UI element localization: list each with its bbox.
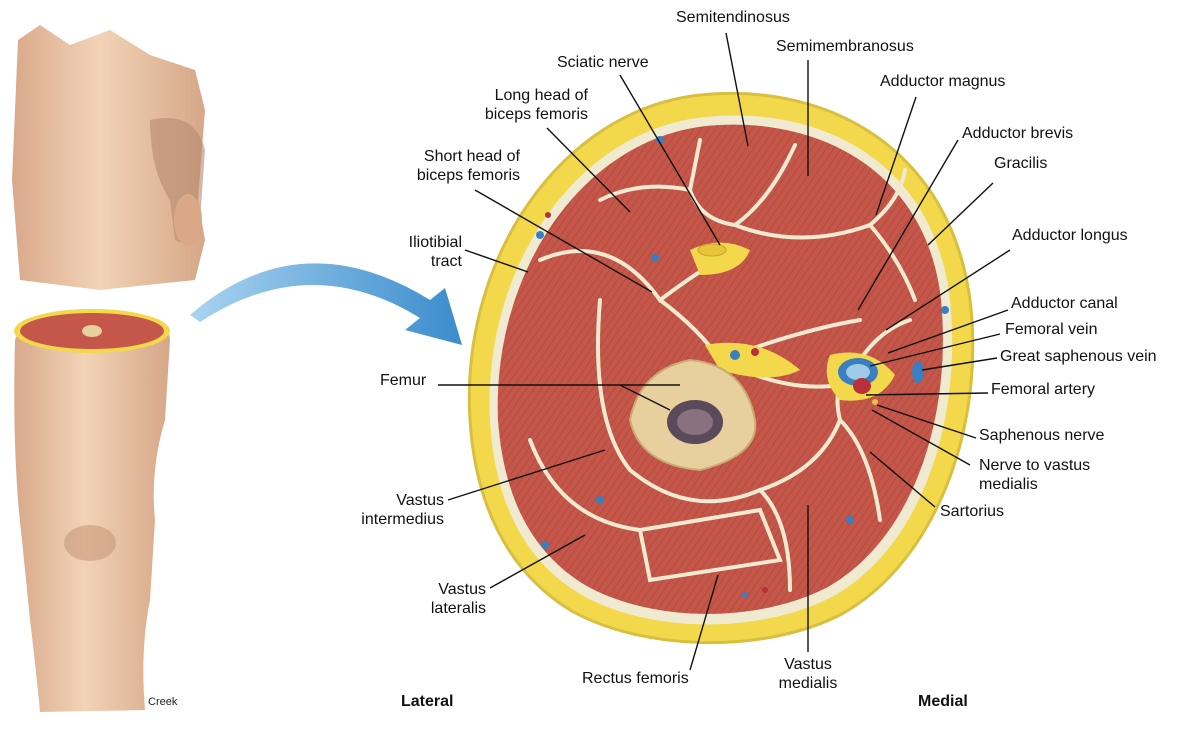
label-femur: Femur xyxy=(380,371,426,390)
label-adductor-canal: Adductor canal xyxy=(1011,294,1118,313)
artist-signature: Creek xyxy=(148,696,177,708)
label-femoral-vein: Femoral vein xyxy=(1005,320,1097,339)
cross-section xyxy=(469,93,973,642)
pointer-arrow xyxy=(190,263,462,345)
label-long-head-biceps-femoris: Long head of biceps femoris xyxy=(440,86,588,124)
label-vastus-intermedius: Vastus intermedius xyxy=(330,491,444,529)
lower-thigh-illustration xyxy=(14,309,170,712)
label-saphenous-nerve: Saphenous nerve xyxy=(979,426,1104,445)
label-iliotibial-tract: Iliotibial tract xyxy=(362,233,462,271)
label-gracilis: Gracilis xyxy=(994,154,1047,173)
label-semimembranosus: Semimembranosus xyxy=(776,37,914,56)
label-sartorius: Sartorius xyxy=(940,502,1004,521)
label-sciatic-nerve: Sciatic nerve xyxy=(557,53,649,72)
label-femoral-artery: Femoral artery xyxy=(991,380,1095,399)
label-adductor-longus: Adductor longus xyxy=(1012,226,1128,245)
label-great-saphenous-vein: Great saphenous vein xyxy=(1000,347,1157,366)
orientation-medial: Medial xyxy=(918,692,968,711)
upper-thigh-illustration xyxy=(12,25,205,290)
label-vastus-medialis: Vastus medialis xyxy=(758,655,858,693)
label-rectus-femoris: Rectus femoris xyxy=(582,669,689,688)
label-nerve-to-vastus-medialis: Nerve to vastus medialis xyxy=(979,456,1090,494)
label-adductor-magnus: Adductor magnus xyxy=(880,72,1005,91)
orientation-lateral: Lateral xyxy=(401,692,453,711)
label-semitendinosus: Semitendinosus xyxy=(676,8,790,27)
label-adductor-brevis: Adductor brevis xyxy=(962,124,1073,143)
label-vastus-lateralis: Vastus lateralis xyxy=(386,580,486,618)
label-short-head-biceps-femoris: Short head of biceps femoris xyxy=(372,147,520,185)
